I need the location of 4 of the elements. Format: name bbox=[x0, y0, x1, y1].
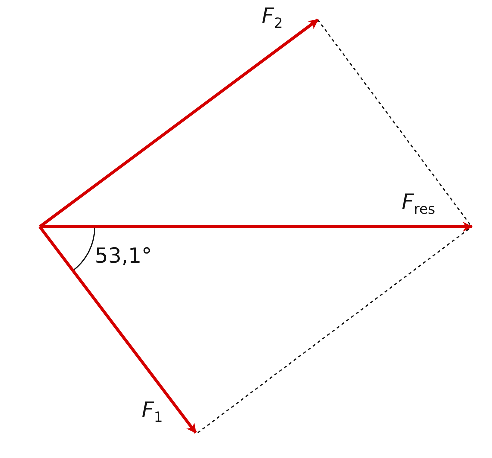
angle-label: 53,1° bbox=[95, 246, 152, 267]
force-label: F$_{res}$ bbox=[402, 192, 436, 218]
force-label: F$_{2}$ bbox=[262, 6, 284, 32]
force-label: F$_{1}$ bbox=[142, 400, 164, 426]
